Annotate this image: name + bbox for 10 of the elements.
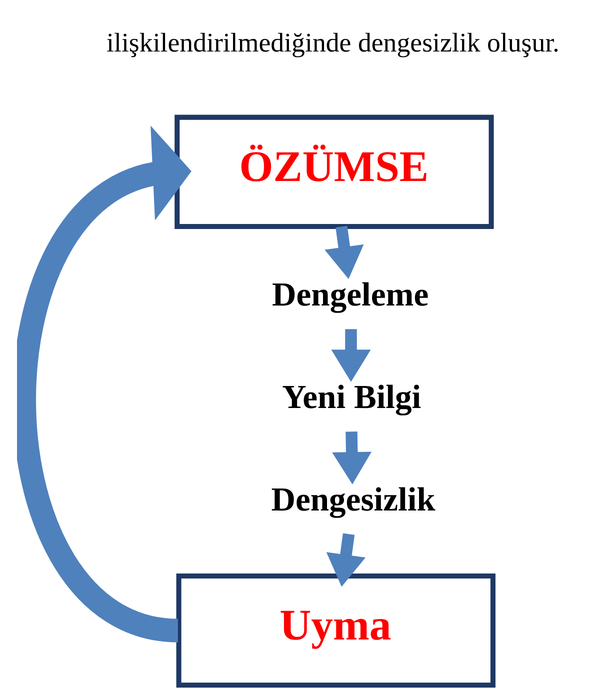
node-box: Uyma	[176, 573, 495, 688]
arrow	[324, 226, 364, 279]
label: ilişkilendirilmediğinde dengesizlik oluşur.	[106, 27, 559, 58]
arrow	[332, 432, 372, 484]
arrow	[330, 329, 370, 382]
node-text: Dengeleme	[272, 276, 428, 314]
arrow	[326, 533, 366, 587]
node-box: ÖZÜMSE	[174, 114, 494, 230]
node-text: Dengesizlik	[270, 481, 435, 518]
node-text: Yeni Bilgi	[282, 378, 421, 416]
